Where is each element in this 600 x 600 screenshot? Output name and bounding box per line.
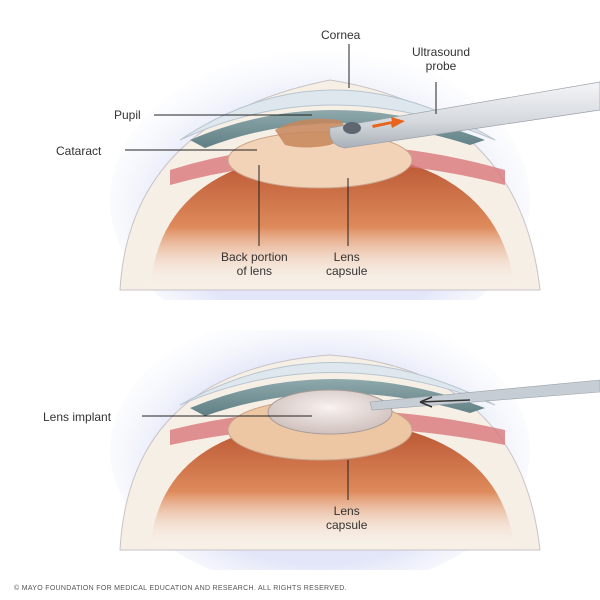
lens-capsule-bottom-line2: capsule <box>326 518 368 532</box>
lens-capsule-label-bottom: Lens capsule <box>326 504 367 532</box>
phaco-diagram: Cornea Ultrasound probe Pupil Cataract B… <box>56 28 600 300</box>
ultrasound-probe-label: Ultrasound probe <box>412 45 470 73</box>
back-portion-label-line2: of lens <box>236 264 273 278</box>
ultrasound-probe-label-line1: Ultrasound <box>412 45 471 59</box>
copyright-notice: © MAYO FOUNDATION FOR MEDICAL EDUCATION … <box>14 585 347 592</box>
lens-capsule-bottom-line1: Lens <box>333 504 360 518</box>
lens-implant-diagram: Lens implant Lens capsule <box>0 330 600 570</box>
back-portion-of-lens-label: Back portion of lens <box>221 250 288 278</box>
eye-with-implant-illustration <box>110 330 600 570</box>
eye-cross-section-illustration <box>110 44 600 300</box>
lens-capsule-top-line1: Lens <box>333 250 360 264</box>
cataract-label: Cataract <box>56 144 102 158</box>
pupil-label: Pupil <box>114 108 141 122</box>
lens-capsule-label-top: Lens capsule <box>326 250 367 278</box>
back-portion-label-line1: Back portion <box>221 250 288 264</box>
lens-implant-label: Lens implant <box>43 410 112 424</box>
ultrasound-probe-label-line2: probe <box>425 59 457 73</box>
lens-capsule-top-line2: capsule <box>326 264 368 278</box>
cornea-label: Cornea <box>321 28 361 42</box>
